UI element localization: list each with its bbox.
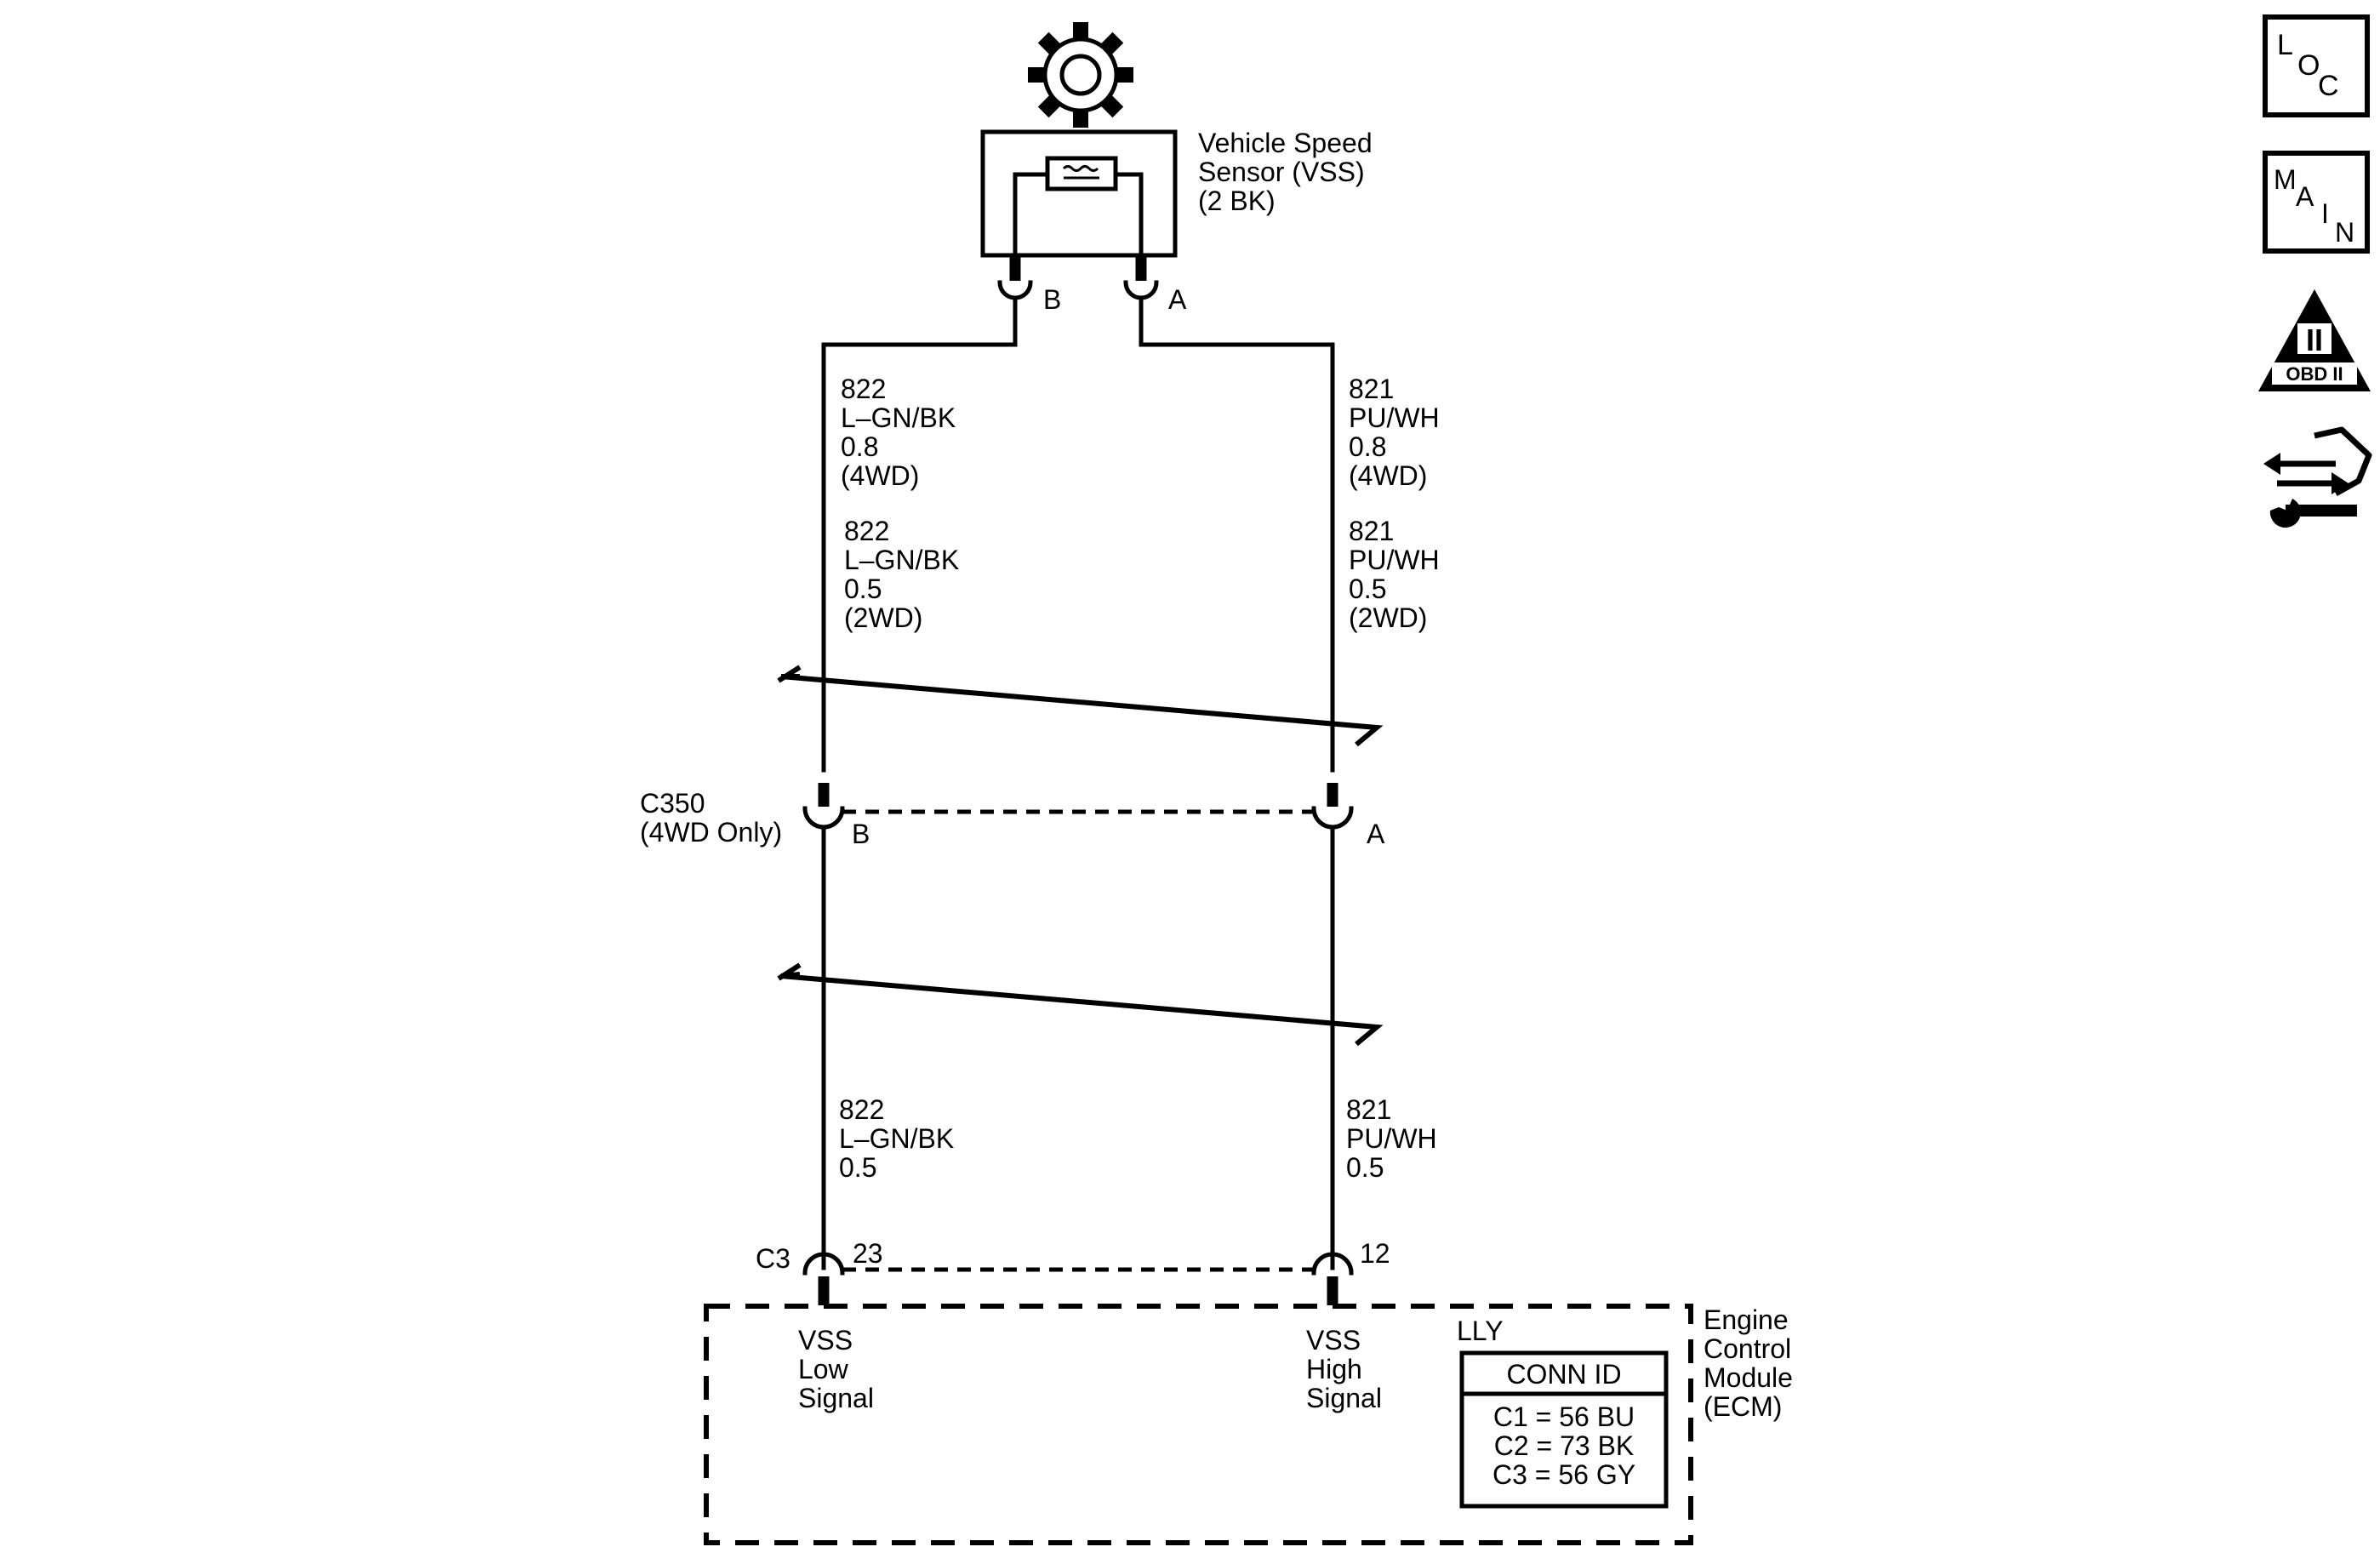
main-button[interactable]: M A I N [2263, 151, 2370, 254]
c350-label: C350 (4WD Only) [640, 788, 782, 848]
ecm-module-box [704, 1304, 1693, 1545]
wire-821-lower-label: 821 PU/WH 0.5 [1346, 1094, 1445, 1183]
wire-821-4wd-label: 821 PU/WH 0.8 (4WD) [1349, 374, 1447, 491]
wire-821-upper [1139, 297, 1335, 773]
main-letter: N [2335, 217, 2354, 248]
harness-break-line-lower [780, 972, 1384, 1047]
conn-id-table: CONN ID C1 = 56 BU C2 = 73 BK C3 = 56 GY [1459, 1350, 1669, 1509]
vss-high-signal-label: VSS High Signal [1306, 1325, 1382, 1413]
vss-sensor-element [1045, 156, 1118, 191]
main-letter: M [2274, 164, 2297, 195]
wire-822-4wd-label: 822 L–GN/BK 0.8 (4WD) [841, 374, 963, 491]
vss-sensor-box [980, 129, 1178, 258]
loc-button[interactable]: L O C [2263, 14, 2370, 117]
c350-pin-b: B [852, 819, 870, 849]
wire-822-lower-label: 822 L–GN/BK 0.5 [839, 1094, 962, 1183]
ecm-name-label: Engine Control Module (ECM) [1704, 1304, 1801, 1422]
vss-low-signal-label: VSS Low Signal [798, 1325, 874, 1413]
loc-letter: L [2277, 29, 2293, 61]
c350-pin-a: A [1367, 819, 1385, 849]
vss-sensor-label: Vehicle Speed Sensor (VSS) (2 BK) [1198, 128, 1380, 216]
gear-icon [1028, 22, 1133, 128]
main-letter: I [2321, 198, 2329, 229]
sensor-coil-icon [1062, 165, 1099, 180]
wire-821-2wd-label: 821 PU/WH 0.5 (2WD) [1349, 516, 1447, 633]
connector-wrench-icon[interactable] [2263, 426, 2372, 528]
conn-id-row: C1 = 56 BU [1493, 1401, 1635, 1432]
conn-id-row: C3 = 56 GY [1492, 1459, 1635, 1490]
obd-label: OBD II [2286, 363, 2343, 385]
loc-letter: O [2297, 49, 2320, 82]
wire-822-2wd-label: 822 L–GN/BK 0.5 (2WD) [844, 516, 967, 633]
ecm-pin-12: 12 [1360, 1238, 1390, 1269]
conn-id-row: C2 = 73 BK [1494, 1430, 1635, 1461]
loc-letter: C [2318, 70, 2339, 102]
ecm-pin-23: 23 [853, 1238, 883, 1269]
vss-pin-a: A [1168, 284, 1187, 315]
obd-roman: II [2306, 323, 2323, 357]
ecm-variant-label: LLY [1457, 1316, 1504, 1346]
main-letter: A [2296, 181, 2314, 212]
ecm-connector-c3: C3 [756, 1243, 790, 1274]
conn-id-title: CONN ID [1506, 1359, 1621, 1390]
wire-822-upper [821, 297, 1018, 773]
harness-break-line-upper [780, 674, 1384, 747]
vss-pin-b: B [1043, 284, 1061, 315]
obd-ii-button[interactable]: II OBD II [2258, 289, 2371, 391]
